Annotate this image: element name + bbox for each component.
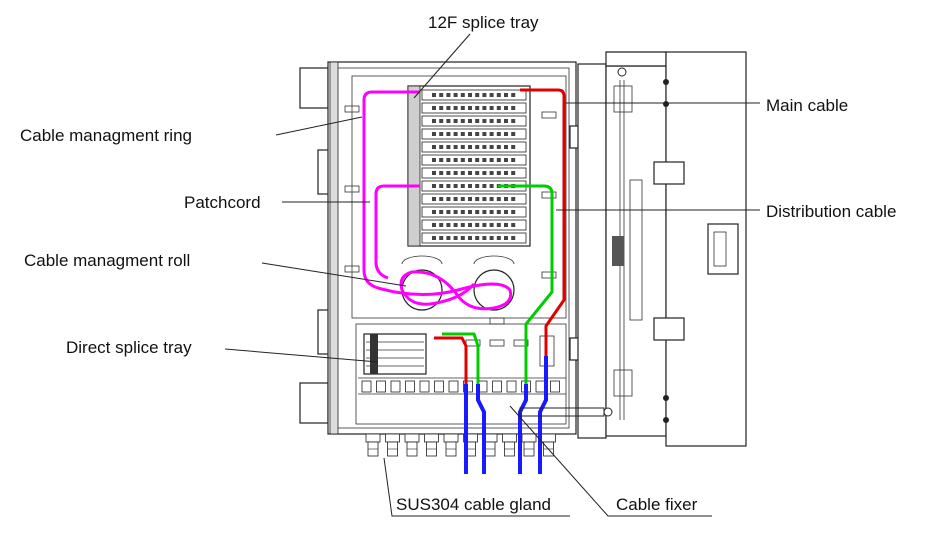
splice-tray: [421, 219, 527, 231]
cable-gland: [443, 433, 459, 457]
fixer-slot: [492, 380, 502, 393]
patchcord-cable-lower: [374, 184, 420, 280]
fixer-slot: [419, 380, 430, 393]
leader-lines: [224, 33, 760, 517]
cable-fixer-bar: [519, 407, 605, 417]
splice-trays: [421, 89, 527, 244]
splice-tray: [421, 206, 527, 218]
fixer-slot: [550, 380, 560, 393]
cable-gland: [502, 433, 517, 457]
cable-gland: [365, 433, 381, 457]
fixer-slot: [448, 380, 459, 393]
fixer-slot: [390, 380, 401, 393]
enclosure-door: [577, 51, 747, 447]
fixer-slot: [405, 380, 415, 393]
cable-gland: [463, 433, 478, 457]
label-direct-splice-tray: Direct splice tray: [66, 338, 192, 357]
splice-tray: [421, 141, 527, 153]
label-cable-management-roll: Cable managment roll: [24, 251, 190, 270]
direct-splice-tray: [363, 333, 555, 375]
fixer-slot: [376, 380, 386, 393]
label-12f-splice-tray: 12F splice tray: [428, 13, 539, 32]
label-cable-management-ring: Cable managment ring: [20, 126, 192, 145]
fixer-slot: [361, 380, 372, 393]
cable-gland: [541, 433, 556, 457]
sus304-cable-gland: [365, 433, 556, 457]
label-distribution-cable: Distribution cable: [766, 202, 896, 221]
left-mounting-brackets: [299, 67, 333, 424]
fixer-slot: [434, 380, 444, 393]
splice-tray: [421, 232, 527, 244]
splice-tray: [421, 193, 527, 205]
splice-tray: [421, 128, 527, 140]
drop-cables: [464, 356, 548, 474]
label-sus304-cable-gland: SUS304 cable gland: [396, 495, 551, 514]
label-main-cable: Main cable: [766, 96, 848, 115]
splice-tray: [421, 89, 527, 101]
patchcord-path: [362, 90, 513, 311]
cable-gland: [404, 433, 420, 457]
label-cable-fixer: Cable fixer: [616, 495, 698, 514]
splice-tray: [421, 115, 527, 127]
fixer-slot: [535, 380, 546, 393]
splice-tray: [421, 154, 527, 166]
patchcord-cable-upper: [362, 90, 513, 311]
label-patchcord: Patchcord: [184, 193, 261, 212]
main-cable-path: [434, 88, 566, 384]
splice-tray-stack-12f: [407, 85, 531, 247]
splice-tray: [421, 167, 527, 179]
cable-gland: [521, 433, 537, 457]
cable-gland: [385, 433, 400, 457]
distribution-cable-path: [442, 184, 554, 384]
splice-tray: [421, 102, 527, 114]
fixer-slot: [506, 380, 517, 393]
cable-gland: [424, 433, 439, 457]
